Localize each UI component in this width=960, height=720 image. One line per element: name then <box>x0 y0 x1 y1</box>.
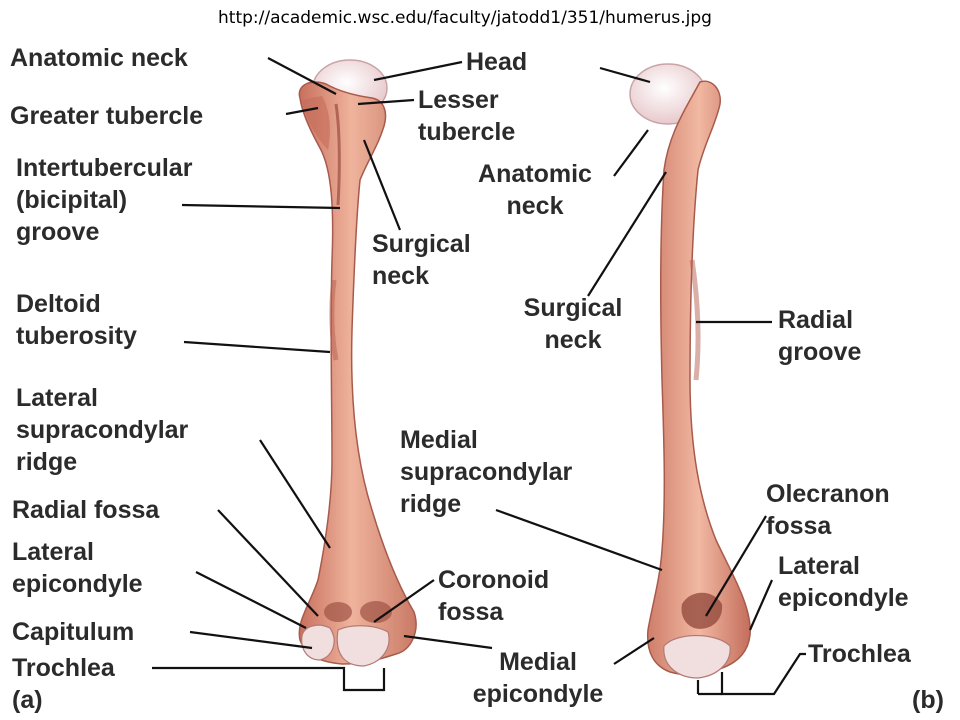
label-lateral-epicondyle-b: Lateral epicondyle <box>778 550 909 614</box>
humerus-anterior-bone <box>299 60 416 666</box>
label-trochlea-a: Trochlea <box>12 652 115 684</box>
label-deltoid-tuberosity: Deltoid tuberosity <box>16 288 137 352</box>
humerus-a-body <box>299 82 416 664</box>
source-url: http://academic.wsc.edu/faculty/jatodd1/… <box>218 8 712 28</box>
label-radial-groove: Radial groove <box>778 304 861 368</box>
label-head: Head <box>466 46 527 78</box>
label-surgical-neck-b: Surgical neck <box>498 292 648 356</box>
label-anatomic-neck-a: Anatomic neck <box>10 42 188 74</box>
label-greater-tubercle: Greater tubercle <box>10 100 203 132</box>
label-olecranon-fossa: Olecranon fossa <box>766 478 890 542</box>
label-anatomic-neck-b: Anatomic neck <box>460 158 610 222</box>
capitulum-a <box>302 625 334 660</box>
label-lesser-tubercle: Lesser tubercle <box>418 84 515 148</box>
label-lateral-epicondyle-a: Lateral epicondyle <box>12 536 143 600</box>
label-lateral-supracondylar-ridge: Lateral supracondylar ridge <box>16 382 188 478</box>
label-capitulum: Capitulum <box>12 616 134 648</box>
trochlea-a <box>337 626 389 666</box>
humerus-b-body <box>648 81 750 675</box>
label-coronoid-fossa: Coronoid fossa <box>438 564 549 628</box>
label-surgical-neck-a: Surgical neck <box>372 228 471 292</box>
label-medial-epicondyle: Medial epicondyle <box>438 646 638 710</box>
panel-label-b: (b) <box>912 686 944 715</box>
label-trochlea-b: Trochlea <box>808 638 911 670</box>
humerus-posterior-bone <box>630 64 750 678</box>
label-intertubercular-groove: Intertubercular (bicipital) groove <box>16 152 192 248</box>
panel-label-a: (a) <box>12 686 43 715</box>
label-radial-fossa: Radial fossa <box>12 494 159 526</box>
label-medial-supracondylar-ridge: Medial supracondylar ridge <box>400 424 572 520</box>
